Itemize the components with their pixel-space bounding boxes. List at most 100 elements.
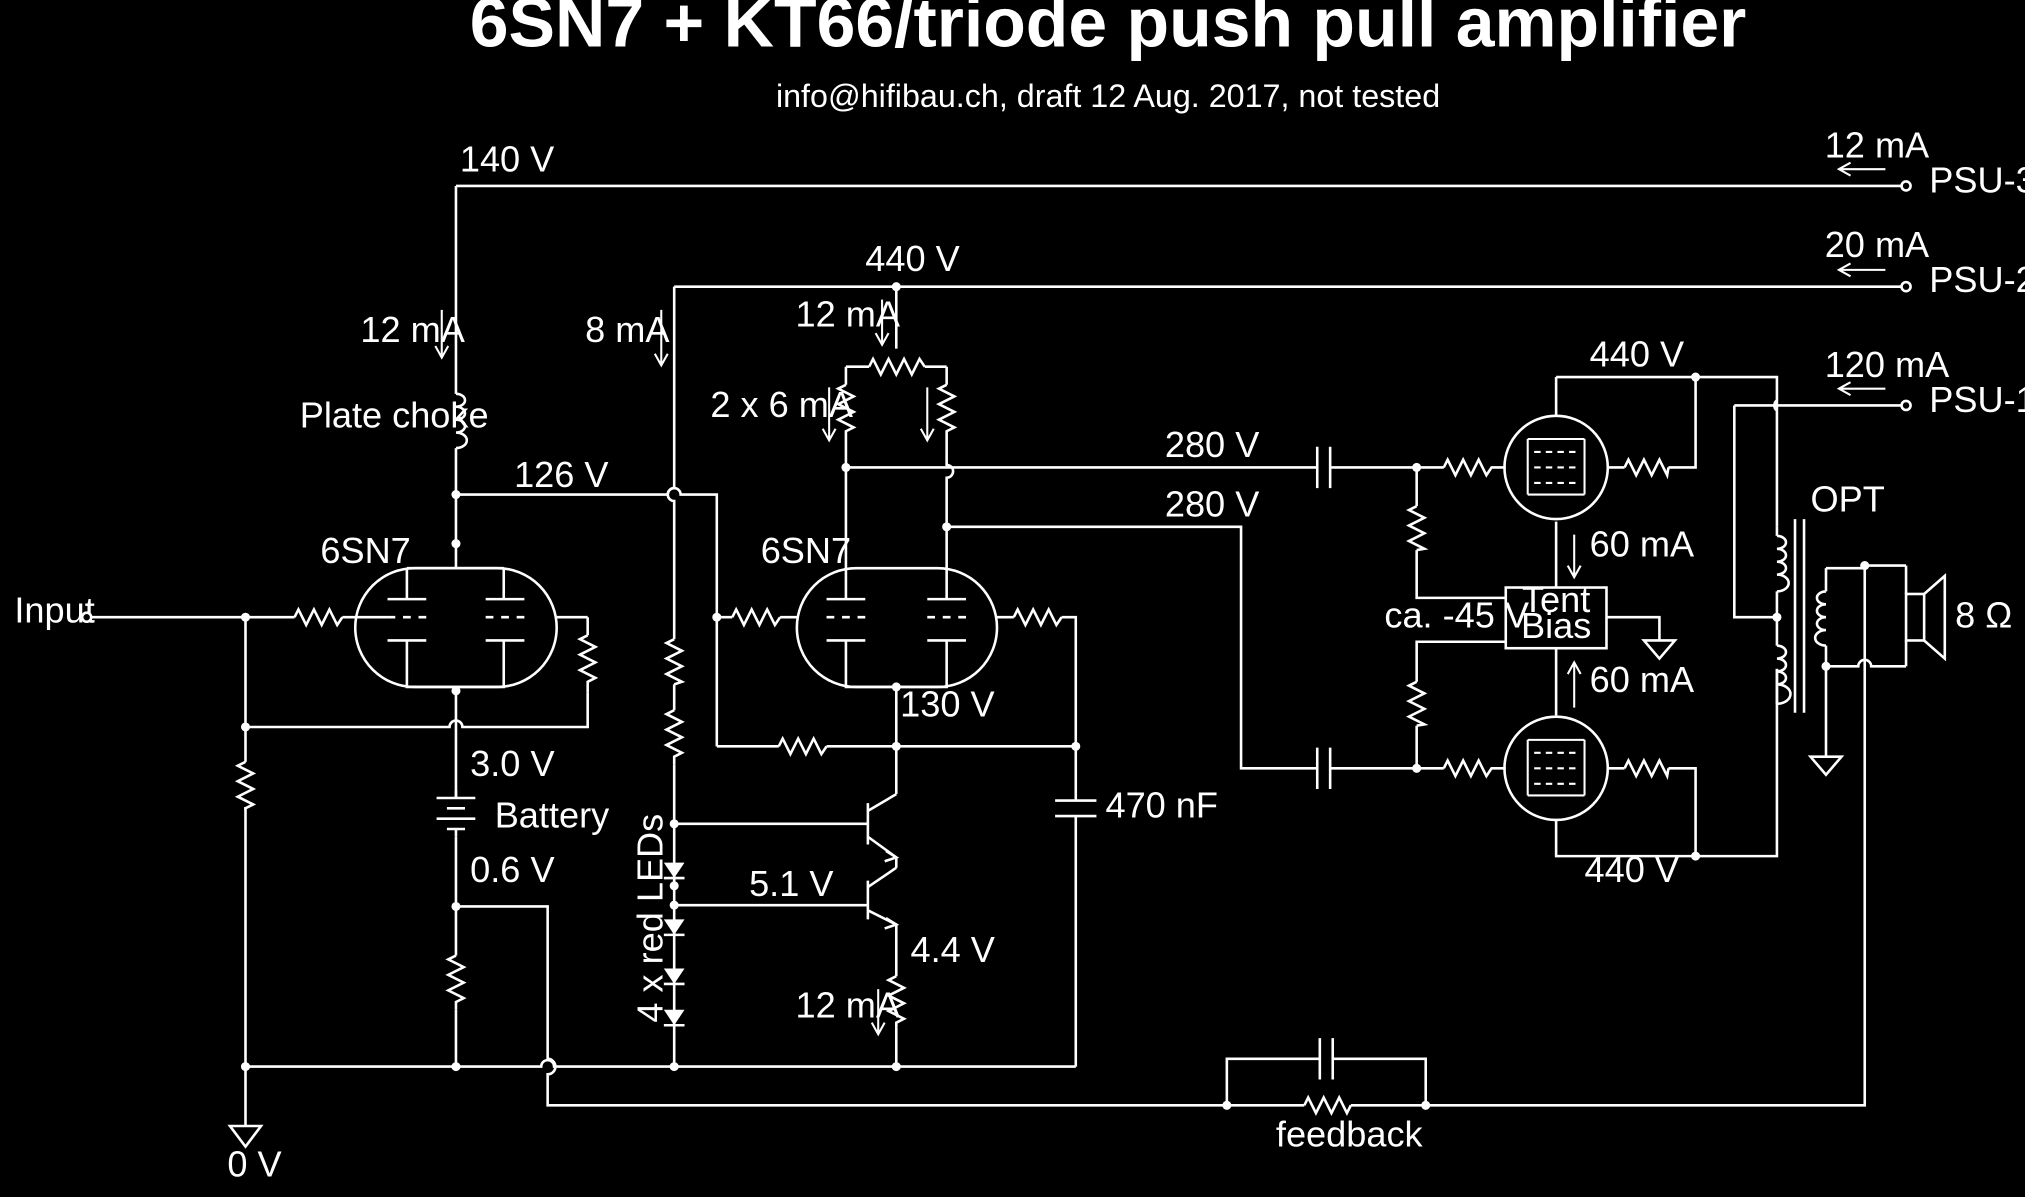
label-440v-top: 440 V bbox=[865, 238, 959, 279]
resistor-divider-bottom bbox=[663, 709, 685, 765]
arrow-8ma bbox=[653, 309, 669, 368]
wire-280v-b bbox=[946, 525, 1444, 770]
wire-opt-ct bbox=[1733, 404, 1777, 619]
label-130v: 130 V bbox=[900, 684, 994, 725]
wire-bias-ground bbox=[1606, 615, 1661, 641]
schematic-subtitle: info@hifibau.ch, draft 12 Aug. 2017, not… bbox=[776, 78, 1440, 114]
resistor-input bbox=[293, 606, 344, 628]
current-arrows bbox=[434, 161, 1886, 1037]
label-8ma: 8 mA bbox=[585, 309, 670, 350]
arrow-2x6ma-right bbox=[919, 387, 935, 443]
wire-pot-split bbox=[844, 365, 955, 569]
label-20ma-psu2: 20 mA bbox=[1825, 224, 1930, 265]
arrow-2x6ma-left bbox=[821, 387, 837, 443]
resistor-grid-stop-upper bbox=[1442, 456, 1506, 479]
label-12ma-pot: 12 mA bbox=[796, 294, 901, 335]
transistor-lower-emitter-arrow bbox=[884, 916, 900, 930]
capacitor-feedback bbox=[1318, 1038, 1335, 1080]
tube-a-plates bbox=[387, 597, 525, 642]
opt-primary-lower bbox=[1776, 644, 1792, 706]
schematic-title: 6SN7 + KT66/triode push pull amplifier bbox=[470, 0, 1747, 61]
kt66-upper-electrodes bbox=[1526, 437, 1586, 496]
component-labels: PSU-3 PSU-2 PSU-1 Input Plate choke 6SN7… bbox=[14, 159, 2025, 1154]
label-bias: Bias bbox=[1521, 605, 1591, 646]
wiring bbox=[86, 184, 1908, 1126]
capacitors bbox=[1055, 446, 1335, 1080]
wire-g2-upper bbox=[1606, 377, 1697, 469]
label-3v: 3.0 V bbox=[470, 743, 554, 784]
kt66-upper-grids bbox=[1534, 450, 1579, 484]
resistor-grid-leak bbox=[234, 760, 257, 811]
wire-grid-right-b bbox=[997, 615, 1078, 1067]
current-labels: 12 mA 20 mA 120 mA 12 mA 8 mA 12 mA 2 x … bbox=[360, 125, 1950, 1026]
label-4-4v: 4.4 V bbox=[910, 929, 994, 970]
wire-bias-upper bbox=[1415, 467, 1506, 600]
label-126v: 126 V bbox=[514, 454, 608, 495]
speaker-icon bbox=[1904, 573, 1947, 662]
wire-psu1-junction bbox=[1773, 399, 1779, 527]
resistor-emitter bbox=[885, 975, 907, 1028]
wire-transistor-bases bbox=[674, 822, 868, 907]
tube-kt66-lower bbox=[1503, 715, 1610, 822]
arrow-120ma-psu1 bbox=[1836, 381, 1886, 397]
led-4 bbox=[663, 1009, 685, 1026]
resistor-plate-left bbox=[835, 383, 857, 440]
label-psu2: PSU-2 bbox=[1929, 259, 2025, 300]
resistor-grid-stop-lower bbox=[1442, 757, 1506, 779]
resistor-bottom bbox=[445, 954, 467, 1010]
label-battery: Battery bbox=[495, 795, 609, 836]
label-4-leds: 4 x red LEDs bbox=[630, 814, 671, 1023]
label-plate-choke: Plate choke bbox=[300, 394, 489, 435]
ground-icon-bias bbox=[1641, 639, 1678, 661]
wire-cathodes-a bbox=[405, 665, 506, 727]
label-0-6v: 0.6 V bbox=[470, 849, 554, 890]
arrow-12ma-pot bbox=[874, 299, 890, 347]
arrow-60ma-bottom bbox=[1566, 660, 1582, 708]
resistor-g2-upper bbox=[1623, 456, 1670, 480]
resistor-grid-right-b bbox=[1012, 606, 1063, 628]
label-60ma-bottom: 60 mA bbox=[1590, 659, 1695, 700]
ground-icon-main bbox=[227, 1124, 264, 1149]
opt-primary-upper bbox=[1776, 534, 1790, 593]
transistors bbox=[884, 849, 900, 930]
capacitor-470nf bbox=[1055, 799, 1097, 818]
arrow-20ma-psu2 bbox=[1836, 262, 1886, 278]
terminals bbox=[80, 180, 1912, 624]
plate-choke-inductor bbox=[455, 392, 469, 450]
tube-b-leads bbox=[844, 568, 948, 665]
label-12ma-choke: 12 mA bbox=[360, 309, 465, 350]
resistors bbox=[234, 356, 1670, 1116]
resistor-bias-lower bbox=[1406, 680, 1429, 727]
wire-plate-lower bbox=[1554, 668, 1779, 858]
label-440v-upper: 440 V bbox=[1590, 334, 1684, 375]
label-feedback: feedback bbox=[1276, 1114, 1424, 1155]
voltage-labels: 140 V 440 V 440 V 440 V 126 V 280 V 280 … bbox=[227, 139, 1684, 1185]
label-60ma-top: 60 mA bbox=[1590, 524, 1695, 565]
tube-6sn7-a bbox=[353, 566, 558, 689]
kt66-lower-electrodes bbox=[1526, 738, 1586, 797]
junction-dots bbox=[240, 282, 1870, 1110]
wire-bias-lower bbox=[1415, 640, 1506, 769]
resistor-cathode-b bbox=[777, 735, 828, 757]
capacitor-coupling-upper bbox=[1315, 446, 1332, 489]
output-transformer bbox=[1776, 519, 1827, 713]
label-280v-b: 280 V bbox=[1165, 484, 1259, 525]
wire-126v bbox=[455, 486, 719, 747]
resistor-bias-upper bbox=[1406, 505, 1429, 552]
label-12ma-tail: 12 mA bbox=[796, 985, 901, 1026]
opt-core bbox=[1793, 519, 1806, 713]
label-input: Input bbox=[14, 589, 94, 630]
battery-symbol bbox=[436, 790, 476, 837]
label-8-ohm: 8 Ω bbox=[1955, 595, 2012, 636]
transistor-upper-emitter-arrow bbox=[884, 849, 900, 863]
label-psu3: PSU-3 bbox=[1929, 159, 2025, 200]
led-3 bbox=[663, 968, 685, 984]
wire-feedback-net bbox=[1225, 1057, 1427, 1107]
kt66-lower-grids bbox=[1534, 751, 1579, 785]
potentiometer bbox=[868, 356, 926, 378]
label-5-1v: 5.1 V bbox=[749, 863, 833, 904]
led-string bbox=[663, 862, 685, 1027]
wire-feedback-return bbox=[1425, 565, 1867, 1107]
label-6sn7-a: 6SN7 bbox=[320, 530, 410, 571]
